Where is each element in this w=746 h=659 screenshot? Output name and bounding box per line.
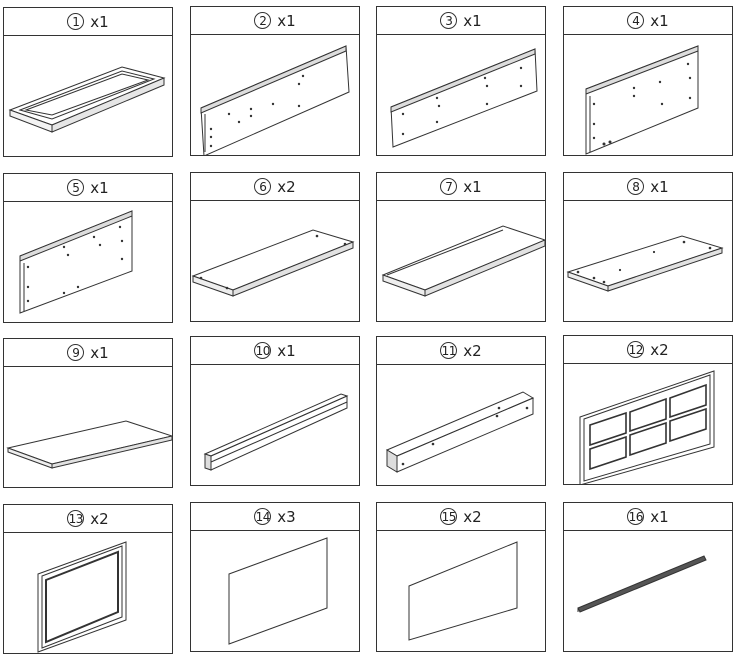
- part-card-4: 4 x1: [563, 6, 733, 156]
- part-header: 11 x2: [377, 337, 545, 365]
- side-panel-icon: [585, 45, 699, 155]
- part-header: 8 x1: [564, 173, 732, 201]
- part-card-12: 12 x2: [563, 335, 733, 485]
- part-header: 6 x2: [191, 173, 359, 201]
- thin-panel-icon: [228, 537, 328, 645]
- part-number: 9: [67, 344, 85, 361]
- part-header: 13 x2: [4, 505, 172, 533]
- top-board-icon: [6, 420, 172, 469]
- part-quantity: x1: [90, 12, 109, 31]
- part-number: 4: [627, 12, 645, 29]
- part-header: 14 x3: [191, 503, 359, 531]
- part-card-3: 3 x1: [376, 6, 546, 156]
- part-header: 7 x1: [377, 173, 545, 201]
- part-quantity: x2: [463, 507, 482, 526]
- part-number: 15: [440, 508, 458, 525]
- part-header: 10 x1: [191, 337, 359, 365]
- part-number: 8: [627, 178, 645, 195]
- part-number: 3: [440, 12, 458, 29]
- part-card-16: 16 x1: [563, 502, 733, 652]
- part-header: 9 x1: [4, 339, 172, 367]
- part-quantity: x1: [277, 11, 296, 30]
- part-number: 10: [254, 342, 272, 359]
- part-number: 6: [254, 178, 272, 195]
- shelf-board-icon: [566, 235, 724, 292]
- part-number: 11: [440, 342, 458, 359]
- part-card-10: 10 x1: [190, 336, 360, 486]
- grid-door-icon: [579, 370, 715, 484]
- rail-icon: [203, 393, 349, 471]
- part-quantity: x1: [650, 11, 669, 30]
- tray-frame-icon: [8, 66, 166, 133]
- part-header: 12 x2: [564, 336, 732, 364]
- thin-panel-icon: [408, 541, 518, 641]
- part-header: 4 x1: [564, 7, 732, 35]
- part-header: 2 x1: [191, 7, 359, 35]
- part-card-1: 1 x1: [3, 7, 173, 157]
- part-quantity: x1: [463, 11, 482, 30]
- part-number: 14: [254, 508, 272, 525]
- side-panel-icon: [390, 48, 538, 148]
- part-number: 12: [627, 341, 645, 358]
- part-card-11: 11 x2: [376, 336, 546, 486]
- shelf-board-icon: [381, 225, 545, 297]
- part-number: 5: [67, 179, 85, 196]
- part-number: 7: [440, 178, 458, 195]
- part-quantity: x1: [650, 507, 669, 526]
- part-quantity: x2: [650, 340, 669, 359]
- part-number: 2: [254, 12, 272, 29]
- part-quantity: x1: [277, 341, 296, 360]
- part-quantity: x1: [463, 177, 482, 196]
- rail-icon: [385, 391, 535, 473]
- part-card-8: 8 x1: [563, 172, 733, 322]
- part-quantity: x2: [463, 341, 482, 360]
- part-header: 16 x1: [564, 503, 732, 531]
- part-quantity: x2: [277, 177, 296, 196]
- part-quantity: x3: [277, 507, 296, 526]
- part-number: 1: [67, 13, 85, 30]
- part-card-9: 9 x1: [3, 338, 173, 488]
- part-number: 13: [67, 510, 85, 527]
- part-card-6: 6 x2: [190, 172, 360, 322]
- part-card-2: 2 x1: [190, 6, 360, 156]
- part-card-5: 5 x1: [3, 173, 173, 323]
- part-header: 15 x2: [377, 503, 545, 531]
- side-panel-icon: [200, 45, 350, 155]
- part-header: 3 x1: [377, 7, 545, 35]
- shelf-board-icon: [191, 229, 355, 297]
- part-number: 16: [627, 508, 645, 525]
- rod-icon: [577, 555, 707, 613]
- part-card-13: 13 x2: [3, 504, 173, 654]
- part-quantity: x1: [90, 178, 109, 197]
- part-header: 5 x1: [4, 174, 172, 202]
- part-header: 1 x1: [4, 8, 172, 36]
- framed-door-icon: [37, 541, 127, 653]
- part-card-15: 15 x2: [376, 502, 546, 652]
- part-card-14: 14 x3: [190, 502, 360, 652]
- part-quantity: x2: [90, 509, 109, 528]
- side-panel-icon: [19, 210, 133, 314]
- part-quantity: x1: [650, 177, 669, 196]
- part-card-7: 7 x1: [376, 172, 546, 322]
- part-quantity: x1: [90, 343, 109, 362]
